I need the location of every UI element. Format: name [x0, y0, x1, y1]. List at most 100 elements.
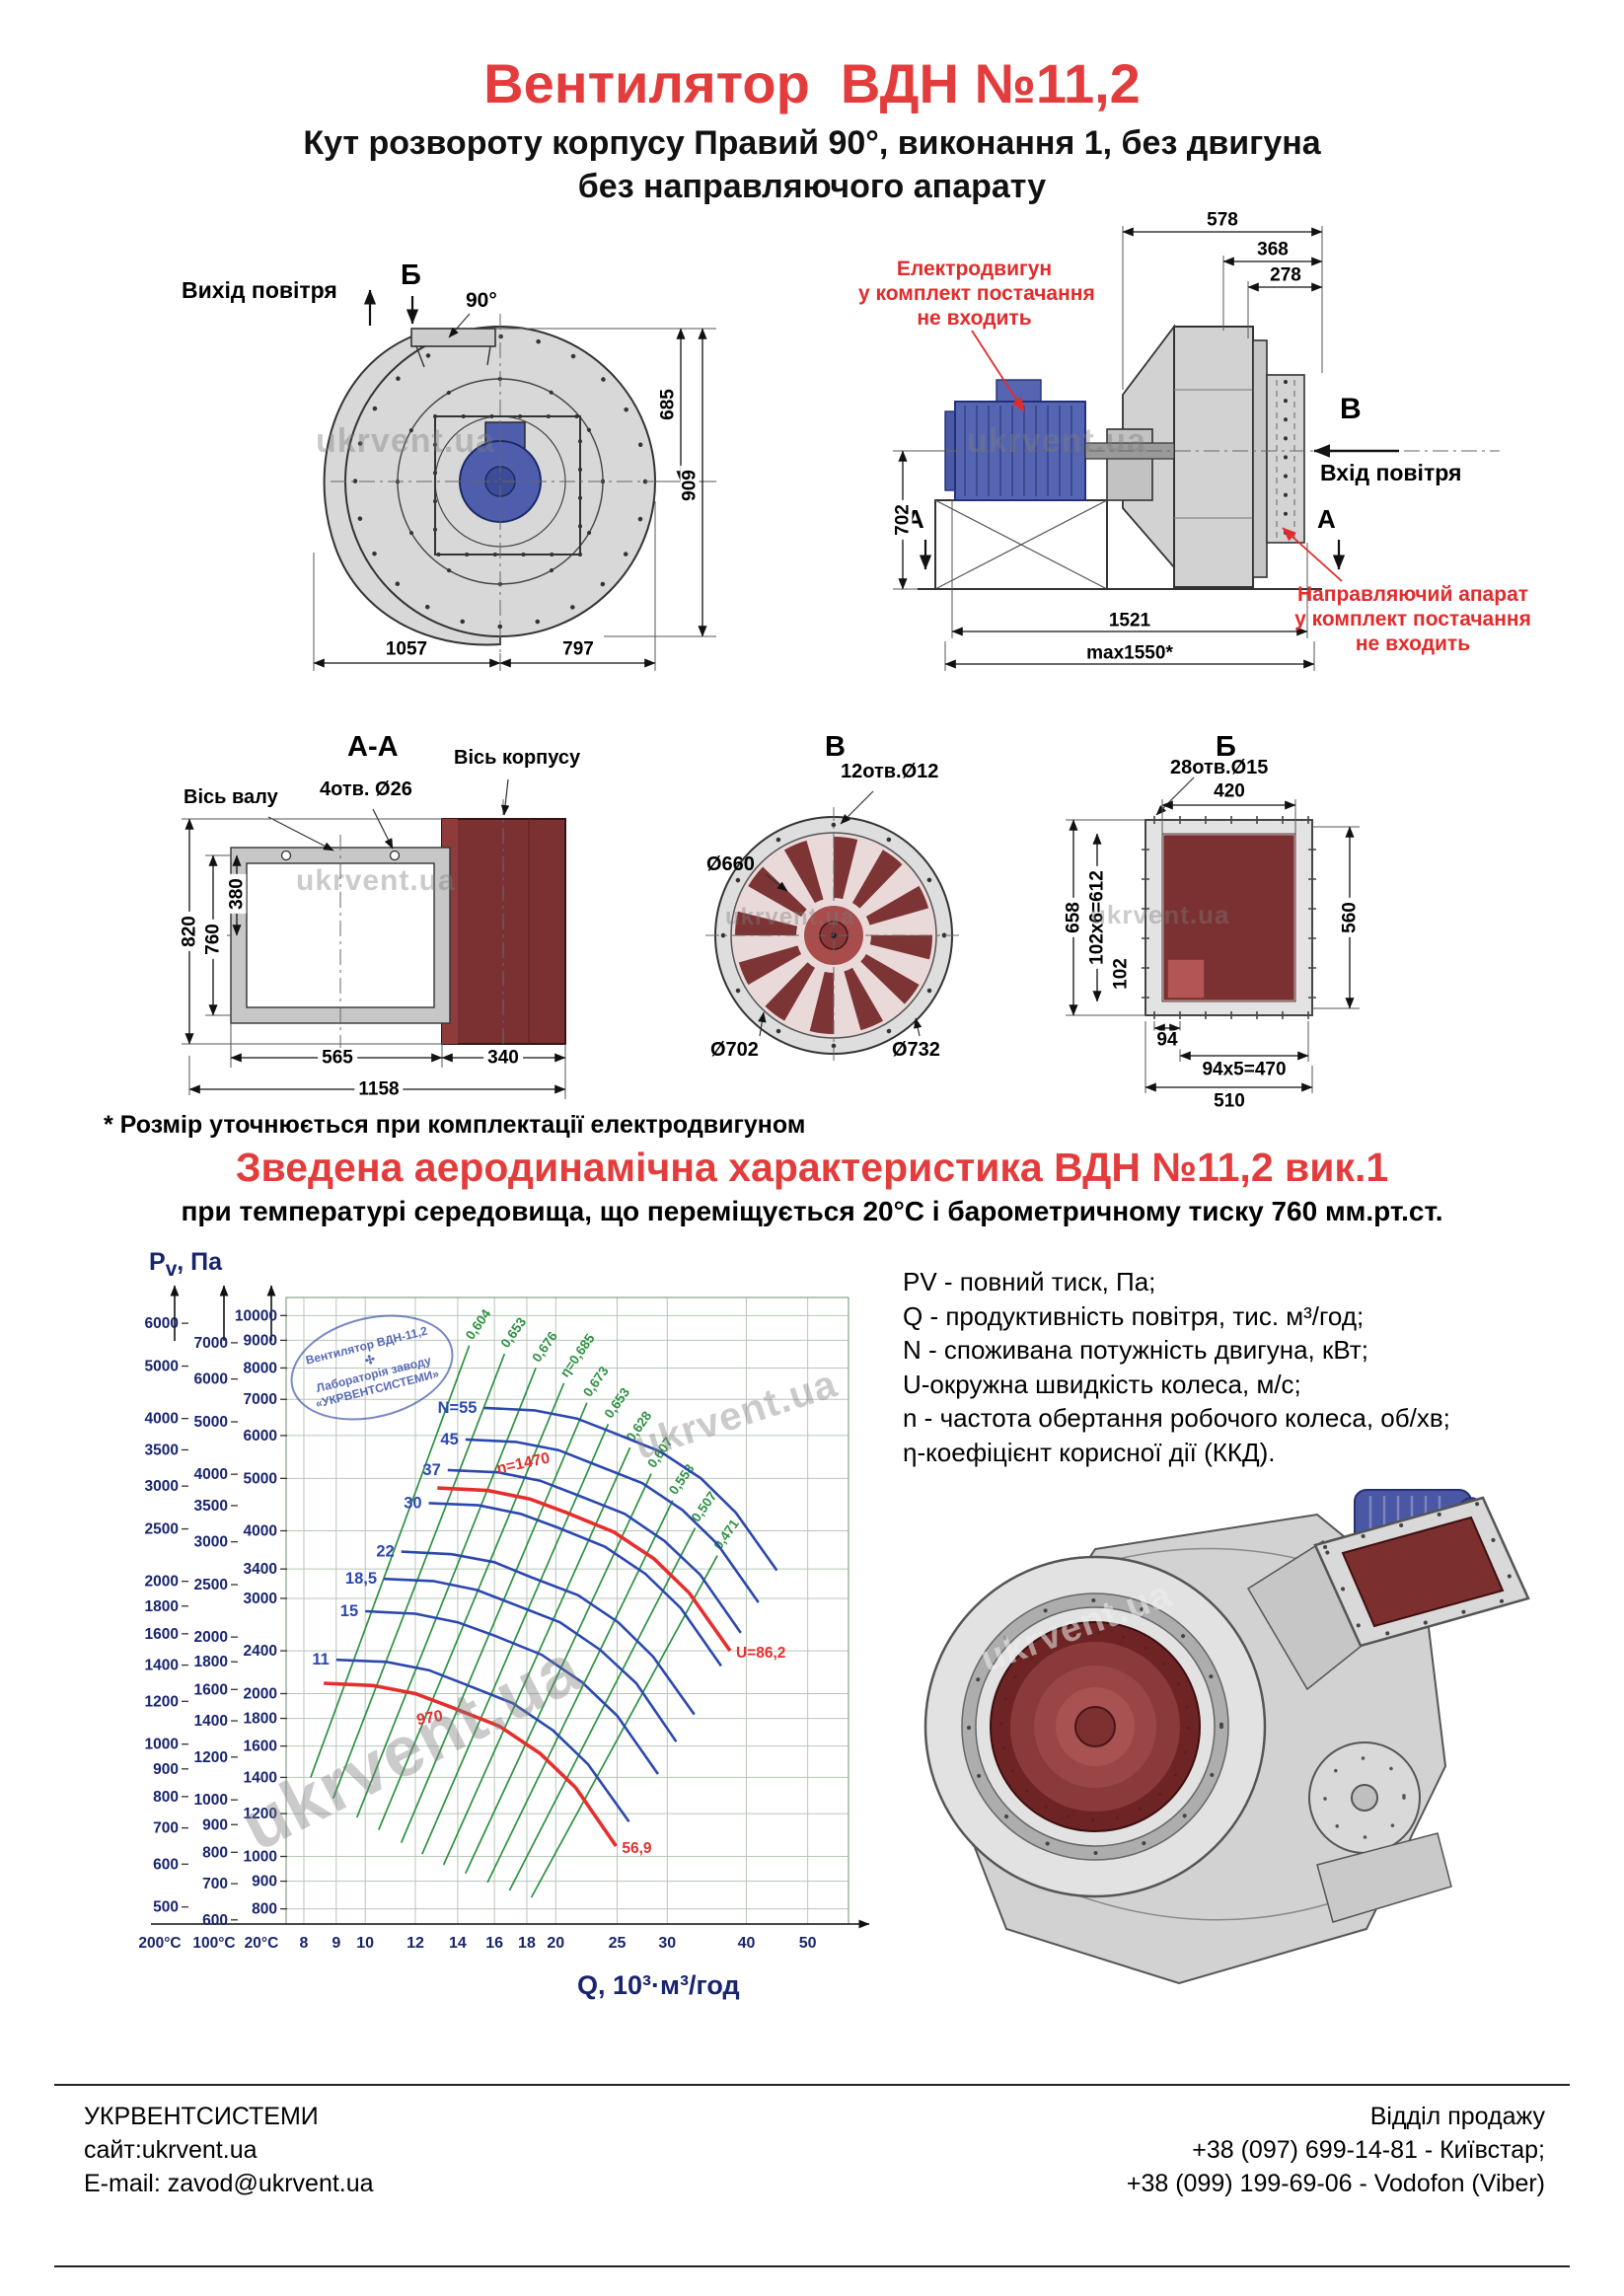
page-subtitle-1: Кут розвороту корпусу Правий 90°, викона… — [303, 124, 1321, 162]
svg-text:1400: 1400 — [145, 1658, 179, 1674]
svg-text:10000: 10000 — [235, 1307, 277, 1324]
svg-text:1400: 1400 — [244, 1769, 277, 1786]
svg-text:1200: 1200 — [244, 1806, 277, 1822]
svg-text:20°C: 20°C — [245, 1935, 279, 1952]
svg-text:800: 800 — [252, 1901, 277, 1918]
y-axis-label: Pv, Па — [149, 1248, 223, 1281]
dim-760-label: 760 — [203, 920, 224, 959]
footer-divider-top — [54, 2084, 1570, 2086]
vane-note: Направляючий апарат у комплект постачанн… — [1281, 583, 1545, 656]
svg-text:56,9: 56,9 — [622, 1840, 652, 1857]
svg-text:1000: 1000 — [194, 1792, 228, 1809]
svg-text:2000: 2000 — [145, 1574, 179, 1591]
drawing-side-view: Електродвигун у комплект постачання не в… — [858, 192, 1569, 745]
view-v-mark: В — [1340, 393, 1362, 425]
svg-text:3500: 3500 — [145, 1442, 179, 1458]
footer-dept: Відділ продажу — [1369, 2103, 1545, 2130]
section-aa-view: А-А Вісь валу 4отв. Ø26 Вісь корпусу 820… — [168, 730, 622, 1125]
svg-text:800: 800 — [153, 1789, 179, 1806]
dia-732-label: Ø732 — [892, 1039, 940, 1061]
svg-text:22: 22 — [376, 1543, 394, 1561]
footer-right: Відділ продажу +38 (097) 699-14-81 - Киї… — [1127, 2100, 1545, 2200]
svg-text:1200: 1200 — [145, 1693, 179, 1710]
footer-left: УКРВЕНТСИСТЕМИ сайт:ukrvent.ua E-mail: z… — [84, 2100, 374, 2200]
legend-block: PV - повний тиск, Па; Q - продуктивність… — [903, 1265, 1450, 1469]
dim-340-label: 340 — [483, 1048, 523, 1068]
svg-text:4000: 4000 — [244, 1522, 277, 1539]
svg-text:n=1470: n=1470 — [495, 1450, 552, 1478]
dia-660-label: Ø660 — [706, 853, 755, 875]
legend-line-rpm: n - частота обертання робочого колеса, о… — [903, 1403, 1450, 1434]
dim-820-label: 820 — [180, 912, 200, 951]
svg-text:700: 700 — [202, 1876, 228, 1892]
svg-text:30: 30 — [404, 1494, 421, 1512]
svg-text:18,5: 18,5 — [345, 1570, 377, 1588]
svg-text:16: 16 — [485, 1935, 503, 1952]
dim-565-label: 565 — [318, 1048, 357, 1068]
legend-line-n: N - споживана потужність двигуна, кВт; — [903, 1335, 1368, 1366]
dim-102-label: 102 — [1111, 954, 1132, 994]
svg-text:3000: 3000 — [244, 1591, 277, 1607]
svg-text:20: 20 — [547, 1935, 564, 1952]
y-tick-labels: 1000090008000700060005000400034003000240… — [138, 1307, 287, 1952]
dim-1057-label: 1057 — [381, 639, 432, 659]
motor-note-line3: не входить — [917, 306, 1032, 330]
svg-text:6000: 6000 — [145, 1315, 179, 1332]
svg-text:8000: 8000 — [244, 1360, 277, 1376]
chart-grid — [285, 1296, 849, 1925]
svg-text:2500: 2500 — [194, 1577, 228, 1593]
dim-278-label: 278 — [1266, 265, 1305, 285]
svg-text:3000: 3000 — [145, 1478, 179, 1495]
dim-470-label: 94x5=470 — [1198, 1060, 1291, 1079]
svg-text:10: 10 — [356, 1935, 374, 1952]
watermark: ukrvent.ua — [967, 422, 1146, 460]
svg-text:45: 45 — [440, 1431, 458, 1448]
air-out-label: Вихід повітря — [182, 277, 337, 303]
dim-578-label: 578 — [1203, 210, 1242, 230]
legend-line-q: Q - продуктивність повітря, тис. м³/год; — [903, 1300, 1365, 1331]
svg-text:0,673: 0,673 — [580, 1364, 612, 1400]
dim-max1550-label: max1550* — [1082, 643, 1177, 663]
dim-560-label: 560 — [1340, 898, 1361, 937]
svg-text:100°C: 100°C — [192, 1935, 235, 1952]
svg-text:970: 970 — [415, 1708, 444, 1729]
svg-text:2500: 2500 — [145, 1521, 179, 1538]
svg-text:9: 9 — [332, 1935, 340, 1952]
svg-text:6000: 6000 — [194, 1371, 228, 1388]
dim-658-label: 658 — [1064, 898, 1084, 937]
section-v-title: В — [825, 731, 846, 763]
svg-text:600: 600 — [202, 1912, 228, 1929]
svg-text:1800: 1800 — [244, 1711, 277, 1728]
x-axis-label: Q, 10³·м³/год — [577, 1970, 740, 2000]
angle-label: 90° — [466, 289, 497, 312]
motor-note: Електродвигун у комплект постачання не в… — [858, 258, 1095, 331]
section-v-svg — [705, 790, 962, 1064]
legend-line-u: U-окружна швидкість колеса, м/с; — [903, 1369, 1301, 1399]
drawing-scroll-view: Вихід повітря Б 90° 685 909 1057 797 — [148, 257, 720, 701]
dim-420-label: 420 — [1210, 781, 1249, 801]
svg-text:1600: 1600 — [194, 1681, 228, 1698]
svg-text:0,653: 0,653 — [602, 1384, 633, 1421]
fan-3d-render — [893, 1431, 1584, 2013]
svg-text:30: 30 — [658, 1935, 676, 1952]
aero-heading: Зведена аеродинамічна характеристика ВДН… — [235, 1145, 1389, 1190]
dia-702-label: Ø702 — [710, 1039, 759, 1061]
svg-text:9000: 9000 — [244, 1332, 277, 1349]
view-b-mark: Б — [401, 259, 421, 291]
vane-note-line2: у комплект постачання — [1294, 607, 1531, 630]
svg-text:N=55: N=55 — [438, 1399, 478, 1417]
section-b-title: Б — [1216, 731, 1236, 763]
footer-email: E-mail: zavod@ukrvent.ua — [84, 2170, 374, 2197]
svg-text:4000: 4000 — [145, 1411, 179, 1428]
scroll-view-svg — [313, 289, 716, 671]
footer-company: УКРВЕНТСИСТЕМИ — [84, 2103, 319, 2130]
svg-text:900: 900 — [252, 1874, 277, 1890]
svg-text:U=86,2: U=86,2 — [736, 1645, 785, 1662]
svg-text:0,653: 0,653 — [498, 1314, 530, 1351]
aero-chart-svg: 1000090008000700060005000400034003000240… — [138, 1285, 870, 1952]
motor-note-line2: у комплект постачання — [858, 281, 1095, 305]
section-aa-svg — [182, 778, 566, 1099]
svg-text:2400: 2400 — [244, 1643, 277, 1660]
